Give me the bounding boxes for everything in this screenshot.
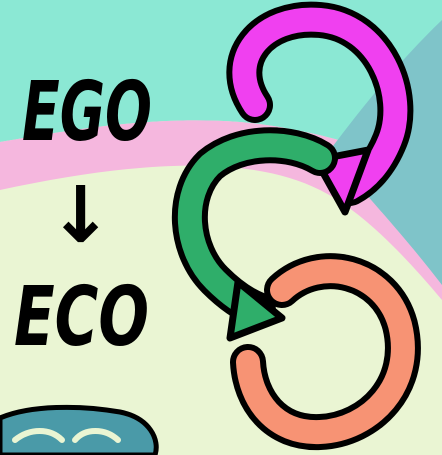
eco-word: ECO bbox=[14, 270, 149, 365]
down-arrow-icon: ↓ bbox=[48, 171, 113, 261]
bottom-blob bbox=[0, 407, 156, 455]
ego-word: EGO bbox=[22, 65, 152, 160]
